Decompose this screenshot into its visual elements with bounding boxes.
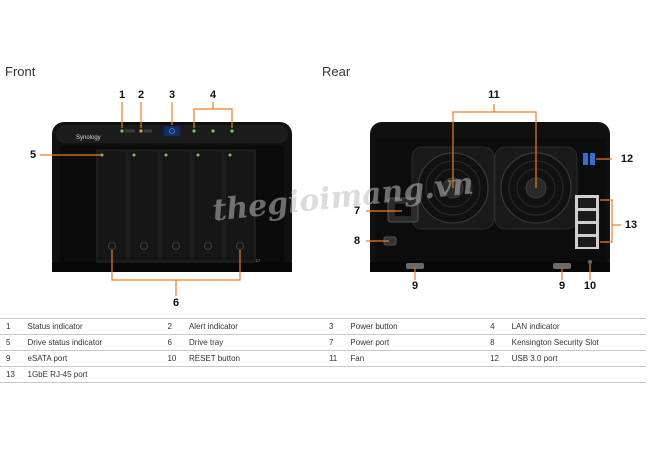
lan-ports[interactable]	[575, 195, 599, 249]
legend-label: Fan	[350, 350, 485, 367]
legend-number: 3	[322, 318, 351, 335]
legend-number: 2	[161, 318, 189, 335]
legend-label	[350, 366, 485, 383]
callout-1: 1	[118, 89, 126, 101]
legend-number: 7	[322, 334, 351, 351]
legend-label: RESET button	[188, 350, 323, 367]
lan-led-2	[211, 129, 215, 133]
legend-label: Kensington Security Slot	[511, 334, 646, 351]
drive-trays	[96, 149, 256, 263]
legend-number: 6	[161, 334, 189, 351]
legend-number: 4	[484, 318, 512, 335]
legend-number: 9	[0, 350, 28, 367]
rear-view	[366, 104, 621, 280]
callout-10: 10	[583, 280, 597, 292]
legend-number: 8	[484, 334, 512, 351]
lan-led-3	[230, 129, 234, 133]
callout-13: 13	[624, 219, 638, 231]
callout-9a: 9	[411, 280, 419, 292]
usb-ports[interactable]	[583, 153, 595, 165]
callout-12: 12	[620, 153, 634, 165]
legend-label	[188, 366, 323, 383]
callout-7: 7	[353, 205, 361, 217]
power-port[interactable]	[387, 197, 419, 223]
lan-led-1	[192, 129, 196, 133]
legend-number: 12	[484, 350, 512, 367]
legend-number: 13	[0, 366, 28, 383]
legend-number: 11	[322, 350, 351, 367]
power-button[interactable]	[164, 126, 180, 136]
legend-label: Drive status indicator	[27, 334, 162, 351]
callout-9b: 9	[558, 280, 566, 292]
legend-label: Status indicator	[27, 318, 162, 335]
callout-4: 4	[209, 89, 217, 101]
esata-port-2[interactable]	[553, 263, 571, 269]
callout-5: 5	[29, 149, 37, 161]
front-brand-label: Synology	[76, 135, 101, 141]
legend-label: Power button	[350, 318, 485, 335]
legend-label: eSATA port	[27, 350, 162, 367]
rear-heading: Rear	[322, 64, 351, 79]
legend-label	[511, 366, 646, 383]
callout-8: 8	[353, 235, 361, 247]
legend-label: Power port	[350, 334, 485, 351]
front-view: Synology DX517	[40, 102, 292, 296]
legend-label: LAN indicator	[511, 318, 646, 335]
legend-number	[484, 366, 512, 383]
callout-11: 11	[488, 89, 500, 101]
legend-number: 10	[161, 350, 189, 367]
legend-label: USB 3.0 port	[511, 350, 646, 367]
legend-label: Drive tray	[188, 334, 323, 351]
legend-label: Alert indicator	[188, 318, 323, 335]
reset-button[interactable]	[588, 260, 592, 264]
callout-3: 3	[168, 89, 176, 101]
front-heading: Front	[5, 64, 36, 79]
status-led	[120, 129, 124, 133]
product-illustration: Synology DX517	[40, 102, 621, 296]
esata-port-1[interactable]	[406, 263, 424, 269]
callout-2: 2	[137, 89, 145, 101]
legend-number	[161, 366, 189, 383]
legend-number: 1	[0, 318, 28, 335]
legend-number: 5	[0, 334, 28, 351]
legend-number	[322, 366, 351, 383]
legend-label: 1GbE RJ-45 port	[27, 366, 162, 383]
alert-led	[139, 129, 143, 133]
callout-6: 6	[172, 297, 180, 309]
